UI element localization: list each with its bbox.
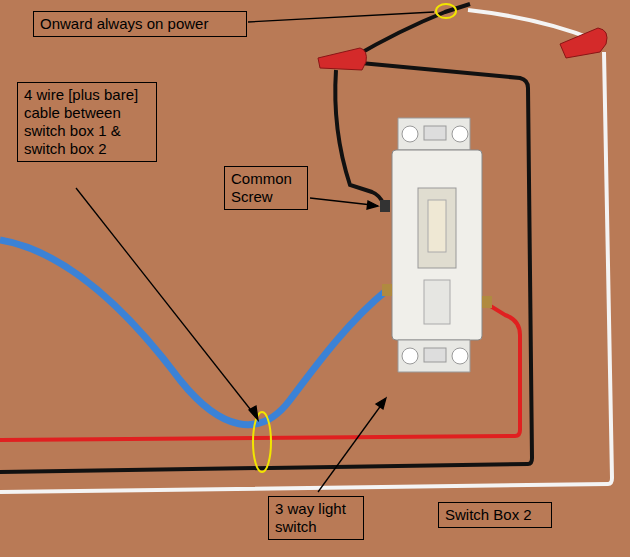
callout-box: Onward always on power	[33, 11, 247, 37]
callout-text: 4 wire [plus bare] cable between switch …	[24, 86, 150, 158]
white-wire	[0, 10, 612, 492]
highlight-ring	[253, 412, 271, 472]
black-common-wire	[335, 70, 384, 205]
callout-box: Common Screw	[224, 166, 308, 210]
callout-text: 3 way light switch	[275, 500, 357, 536]
callout-box: 3 way light switch	[268, 496, 364, 540]
callout-box: 4 wire [plus bare] cable between switch …	[17, 82, 157, 162]
black-wire	[0, 62, 532, 472]
callout-text: Common Screw	[231, 170, 301, 206]
three-way-switch	[380, 118, 492, 372]
callout-text: Switch Box 2	[445, 506, 545, 524]
callout-box: Switch Box 2	[438, 502, 552, 528]
callout-text: Onward always on power	[40, 15, 240, 33]
wire-nut	[318, 28, 607, 70]
black-onward-wire	[352, 4, 470, 58]
blue-wire	[0, 240, 387, 425]
highlight-ring	[436, 4, 456, 18]
